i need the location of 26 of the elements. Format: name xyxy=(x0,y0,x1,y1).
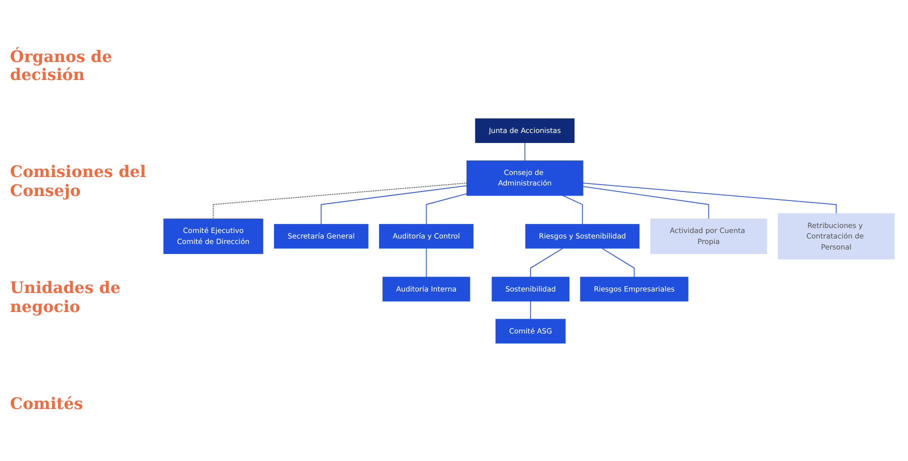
tier-label: Órganos de decisión xyxy=(10,48,114,84)
connector xyxy=(320,184,468,224)
connector xyxy=(602,248,635,278)
node-box xyxy=(525,224,640,248)
connector xyxy=(582,182,837,214)
connector xyxy=(426,248,427,278)
node-box xyxy=(496,318,566,344)
tier-label: Comisiones del Consejo xyxy=(10,163,148,200)
node-box xyxy=(382,276,470,301)
connector xyxy=(530,300,532,320)
node-box xyxy=(379,224,474,248)
connector xyxy=(426,192,468,224)
node-box xyxy=(492,276,570,301)
tier-label: Unidades de negocio xyxy=(10,279,122,316)
connector xyxy=(212,182,468,219)
node-box xyxy=(580,276,688,301)
node-box xyxy=(466,160,584,196)
connector xyxy=(582,186,710,219)
node-box xyxy=(274,224,368,248)
connector xyxy=(524,142,526,161)
node-box xyxy=(778,212,895,259)
tier-label: Comités xyxy=(10,395,84,414)
node-box xyxy=(163,218,264,254)
connector xyxy=(530,248,564,278)
node-box xyxy=(475,118,575,143)
node-box xyxy=(650,218,768,254)
